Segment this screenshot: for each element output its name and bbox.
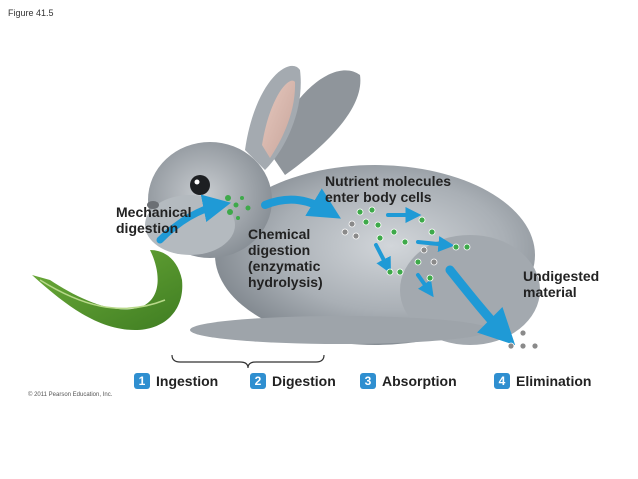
absorption-arrow-2 <box>416 236 455 253</box>
label-undigested-material: Undigested material <box>523 268 600 300</box>
step-label: Elimination <box>516 373 592 389</box>
waste-molecules <box>341 220 539 350</box>
step-number-badge: 2 <box>250 373 266 389</box>
ingestion-arrow <box>156 194 231 244</box>
digestive-path-arrows <box>156 188 516 346</box>
stage-bracket <box>171 354 325 369</box>
absorption-arrow-4 <box>416 273 434 298</box>
leaf <box>32 250 183 330</box>
step-label: Ingestion <box>156 373 219 389</box>
step-number-badge: 3 <box>360 373 376 389</box>
label-chemical-digestion: Chemical digestion (enzymatic hydrolysis… <box>248 226 323 290</box>
absorption-arrow-3 <box>374 243 391 274</box>
step-digestion: 2 Digestion <box>250 372 336 390</box>
label-mechanical-digestion: Mechanical digestion <box>116 204 192 236</box>
elimination-arrow <box>445 265 516 346</box>
step-label: Digestion <box>272 373 336 389</box>
copyright-notice: © 2011 Pearson Education, Inc. <box>28 392 113 398</box>
step-number-badge: 4 <box>494 373 510 389</box>
label-nutrient-molecules: Nutrient molecules enter body cells <box>325 173 452 205</box>
leaf-vein <box>39 279 166 310</box>
nutrient-molecules <box>356 206 471 282</box>
step-label: Absorption <box>382 373 457 389</box>
rabbit-eye <box>190 175 210 195</box>
step-ingestion: 1 Ingestion <box>134 372 218 390</box>
rabbit-ear-back <box>268 70 361 175</box>
rabbit-feet <box>190 316 490 344</box>
rabbit-ear-inner <box>262 80 296 158</box>
step-number-badge: 1 <box>134 373 150 389</box>
rabbit-nose <box>147 201 159 209</box>
rabbit-eye-highlight <box>194 179 200 185</box>
step-elimination: 4 Elimination <box>494 372 591 390</box>
digestion-arrow <box>261 188 341 219</box>
step-absorption: 3 Absorption <box>360 372 457 390</box>
figure-label: Figure 41.5 <box>8 8 54 18</box>
